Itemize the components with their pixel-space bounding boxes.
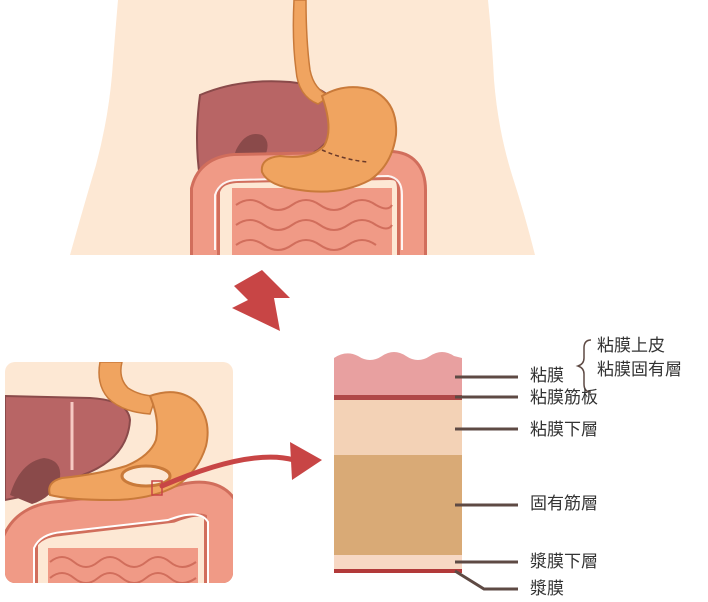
label-muscularis-propria: 固有筋層 (530, 494, 598, 514)
zoom-inset-panel (5, 362, 233, 583)
label-mucosa: 粘膜 (530, 366, 564, 386)
stomach-dashed-line (321, 149, 369, 163)
torso-illustration (70, 0, 535, 255)
layer-submucosa (334, 400, 462, 455)
layer-muscularis-mucosae (334, 395, 462, 400)
layer-subserosa (334, 555, 462, 569)
inset-gallbladder-shape (10, 458, 61, 504)
brace-icon (575, 339, 592, 393)
layer-serosa (334, 569, 462, 573)
label-serosa: 漿膜 (530, 579, 564, 599)
curved-arrow-icon (159, 454, 297, 489)
leader-line-serosa (454, 569, 518, 591)
label-submucosa: 粘膜下層 (530, 420, 598, 440)
stomach-shape (260, 86, 398, 193)
label-muscularis-mucosae: 粘膜筋板 (530, 388, 598, 408)
label-mucosa-epithelium: 粘膜上皮 (597, 336, 665, 356)
layer-muscularis-propria (334, 455, 462, 555)
small-intestine (232, 188, 393, 255)
inset-small-intestine (48, 548, 198, 583)
stomach-wall-cross-section (334, 339, 592, 591)
label-subserosa: 漿膜下層 (530, 552, 598, 572)
layer-mucosa-epithelium (334, 352, 462, 395)
down-arrow-icon (232, 270, 290, 331)
curved-arrow-head (290, 442, 322, 480)
label-lamina-propria: 粘膜固有層 (597, 360, 682, 380)
